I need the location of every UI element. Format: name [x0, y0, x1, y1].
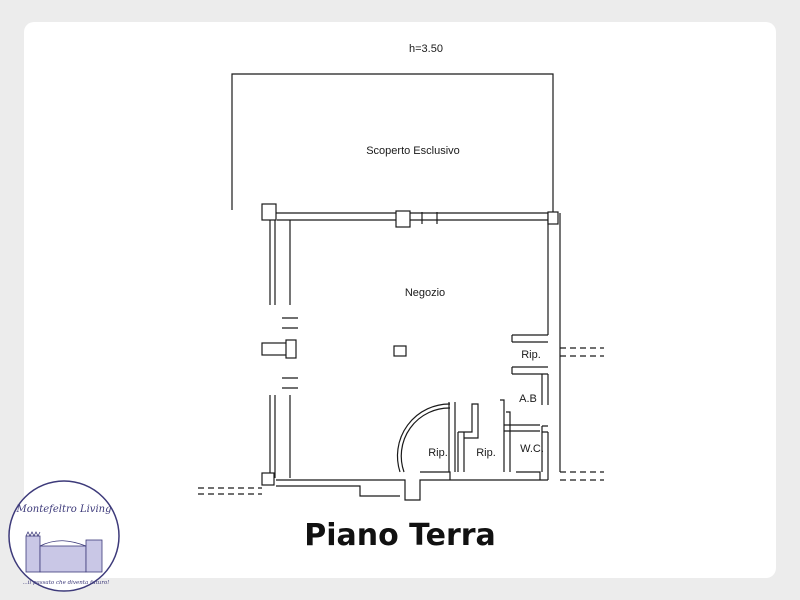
room-label-storage-left: Rip. — [428, 447, 448, 459]
plan-lines — [198, 73, 604, 501]
room-label-storage-top: Rip. — [521, 349, 541, 361]
height-note: h=3.50 — [409, 43, 443, 55]
room-label-hallway: A.B — [519, 393, 537, 405]
room-label-shop: Negozio — [405, 287, 445, 299]
logo-name: Montefeltro Living — [16, 504, 112, 515]
exterior-left-dashed — [198, 487, 262, 495]
pillar-bottom-left — [261, 472, 275, 486]
logo-emblem: Montefeltro Living ...il passato che div… — [8, 480, 120, 592]
room-label-wc: W.C. — [520, 443, 544, 455]
exterior-right-dashed-top — [560, 347, 604, 357]
plan-card — [24, 22, 776, 578]
pillar-top-left — [261, 203, 277, 221]
door-swing-arc — [396, 403, 451, 473]
door-swing-arc-inner — [400, 407, 451, 473]
center-column — [393, 345, 407, 357]
hallway-walls — [541, 374, 549, 472]
storage-left-walls — [448, 402, 456, 472]
floor-title: Piano Terra — [304, 518, 496, 553]
wc-walls — [500, 399, 540, 472]
logo-circle — [8, 480, 120, 592]
room-label-storage-mid: Rip. — [476, 447, 496, 459]
castle-icon — [25, 531, 103, 573]
window-marks — [282, 212, 438, 389]
shop-left-wall — [274, 220, 291, 478]
storage-top-walls — [511, 334, 548, 375]
bottom-wall-openings — [420, 471, 541, 480]
pillar-top-right — [547, 211, 559, 225]
pillar-top-middle — [395, 210, 411, 228]
exterior-right-dashed-bottom — [560, 471, 604, 481]
storage-mid-walls — [457, 403, 479, 472]
logo-tagline: ...il passato che diventa futuro! — [22, 580, 109, 586]
entrance-jamb — [285, 339, 297, 359]
shop-right-wall — [547, 213, 561, 480]
shop-bottom-wall — [276, 479, 548, 501]
garden-outline — [231, 73, 554, 212]
brand-logo: Montefeltro Living ...il passato che div… — [6, 478, 122, 594]
room-label-garden: Scoperto Esclusivo — [366, 145, 460, 157]
